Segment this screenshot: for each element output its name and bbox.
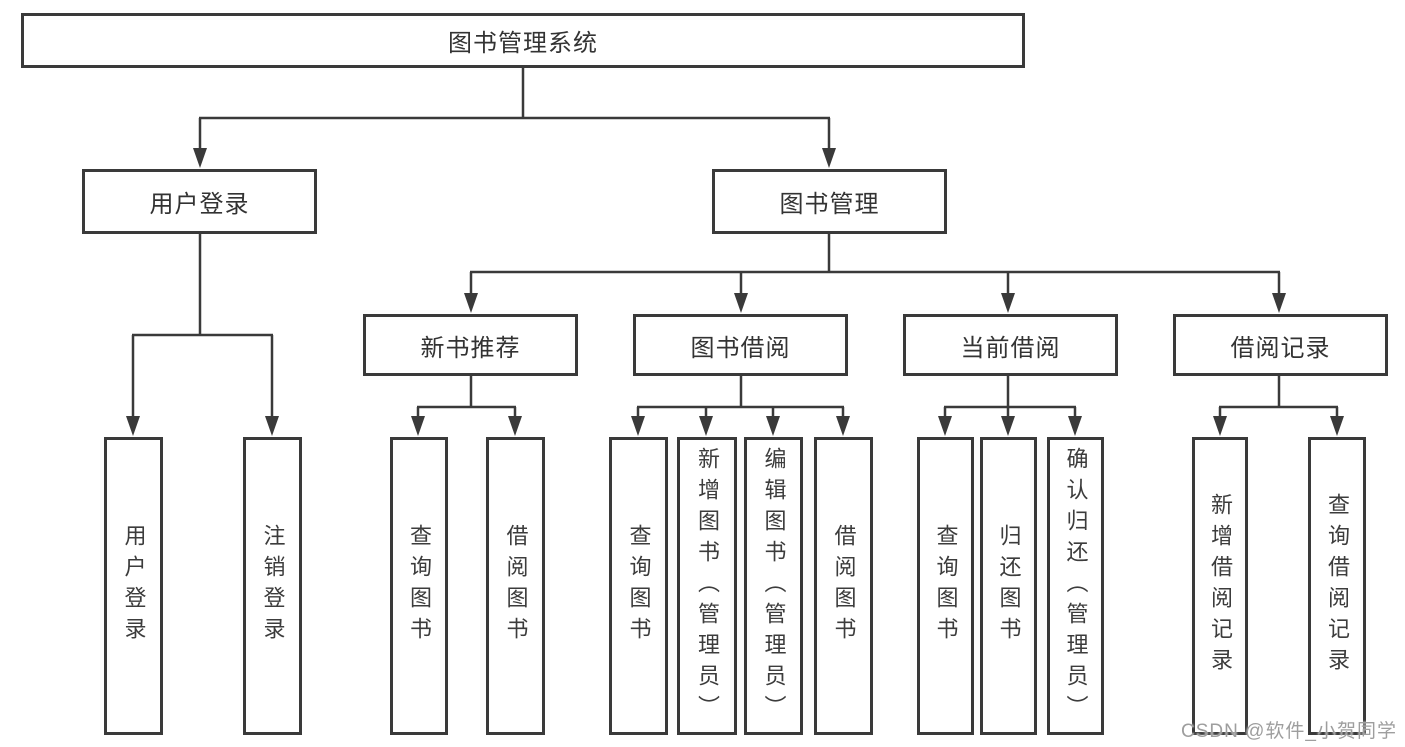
- node-new-book-recommend-label: 新书推荐: [420, 334, 521, 362]
- leaf-logout-label: 注销登录: [260, 524, 286, 648]
- node-book-borrow-label: 图书借阅: [690, 334, 791, 362]
- node-user-login-label: 用户登录: [149, 191, 250, 218]
- leaf-user-login-label: 用户登录: [121, 524, 147, 648]
- node-book-borrow: 图书借阅: [633, 314, 848, 376]
- node-new-book-recommend: 新书推荐: [363, 314, 578, 376]
- leaf-edit-book-admin: 编辑图书（管理员）: [744, 437, 803, 735]
- connector-root-split: [193, 67, 836, 168]
- leaf-user-login: 用户登录: [104, 437, 163, 735]
- node-user-login: 用户登录: [82, 169, 317, 234]
- leaf-logout: 注销登录: [243, 437, 302, 735]
- leaf-add-book-admin: 新增图书（管理员）: [677, 437, 737, 735]
- connector-current-borrow-split: [938, 376, 1082, 436]
- leaf-add-book-admin-label: 新增图书（管理员）: [695, 446, 720, 726]
- node-root-label: 图书管理系统: [448, 30, 598, 57]
- node-current-borrow-label: 当前借阅: [960, 334, 1061, 362]
- node-borrow-records: 借阅记录: [1173, 314, 1388, 376]
- node-book-management-label: 图书管理: [779, 191, 880, 218]
- leaf-query-borrow-record-label: 查询借阅记录: [1325, 493, 1350, 679]
- leaf-confirm-return-admin-label: 确认归还（管理员）: [1063, 446, 1089, 726]
- leaf-query-books-current-label: 查询图书: [933, 524, 959, 648]
- leaf-add-borrow-record-label: 新增借阅记录: [1208, 493, 1233, 679]
- connector-book-borrow-split: [631, 376, 850, 436]
- connector-new-book-recommend-split: [411, 376, 522, 436]
- connector-borrow-records-split: [1213, 376, 1344, 436]
- leaf-borrow-books: 借阅图书: [814, 437, 873, 735]
- leaf-return-books-label: 归还图书: [996, 524, 1022, 648]
- leaf-borrow-books-recommend: 借阅图书: [486, 437, 545, 735]
- leaf-confirm-return-admin: 确认归还（管理员）: [1047, 437, 1104, 735]
- node-root: 图书管理系统: [21, 13, 1025, 68]
- leaf-query-borrow-record: 查询借阅记录: [1308, 437, 1366, 735]
- node-borrow-records-label: 借阅记录: [1230, 334, 1331, 362]
- leaf-return-books: 归还图书: [980, 437, 1037, 735]
- leaf-query-books-borrow: 查询图书: [609, 437, 668, 735]
- node-current-borrow: 当前借阅: [903, 314, 1118, 376]
- node-book-management: 图书管理: [712, 169, 947, 234]
- leaf-borrow-books-recommend-label: 借阅图书: [503, 524, 529, 648]
- leaf-query-books-borrow-label: 查询图书: [626, 524, 652, 648]
- leaf-query-books-current: 查询图书: [917, 437, 974, 735]
- csdn-watermark: CSDN @软件_小贺同学: [1181, 721, 1397, 742]
- connector-book-management-split: [464, 234, 1286, 313]
- leaf-edit-book-admin-label: 编辑图书（管理员）: [761, 446, 787, 726]
- leaf-add-borrow-record: 新增借阅记录: [1192, 437, 1248, 735]
- connector-user-login-split: [126, 234, 279, 436]
- leaf-query-books-recommend: 查询图书: [390, 437, 448, 735]
- leaf-borrow-books-label: 借阅图书: [831, 524, 857, 648]
- leaf-query-books-recommend-label: 查询图书: [407, 524, 432, 648]
